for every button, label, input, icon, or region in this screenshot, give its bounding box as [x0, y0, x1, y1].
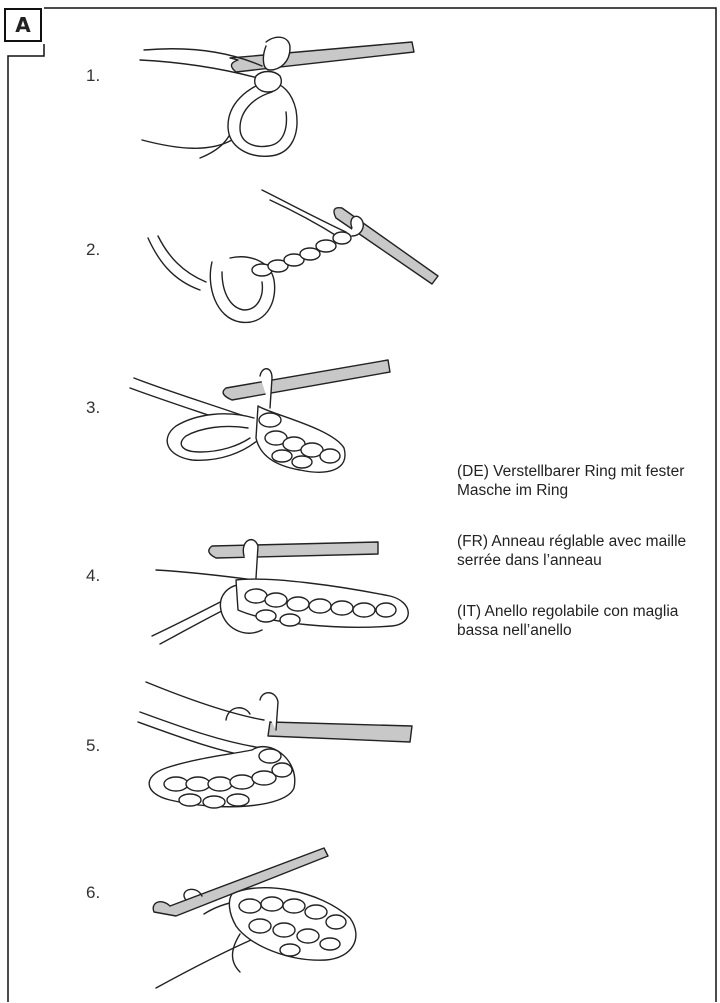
step-1-illustration: [140, 37, 414, 158]
step-3-illustration: [130, 360, 390, 472]
step-6-illustration: [153, 848, 356, 988]
step-2-illustration: [148, 190, 438, 322]
step-4-illustration: [152, 540, 408, 644]
step-5-illustration: [138, 682, 412, 808]
